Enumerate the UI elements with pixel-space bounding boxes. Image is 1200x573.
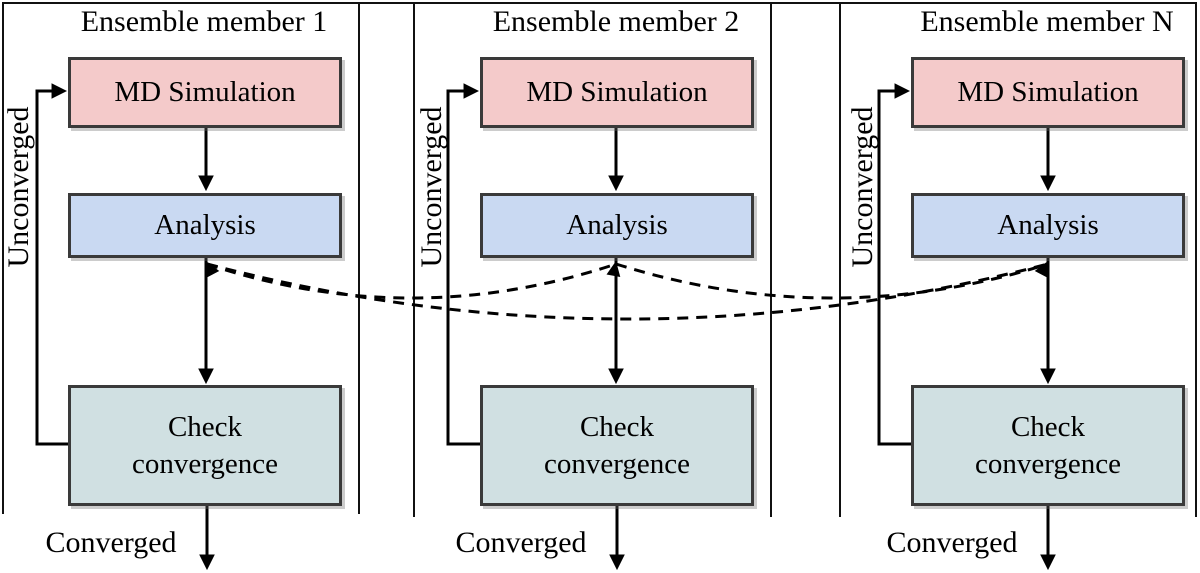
unconverged-feedback-loop (446, 83, 482, 446)
member-2-connectors (446, 83, 625, 571)
exchange-curve-2-n (615, 262, 1049, 300)
exchange-curve-1-n (206, 262, 1049, 321)
exchange-curve-1-2 (206, 262, 617, 300)
analysis-box: Analysis (68, 193, 342, 258)
member-n-connectors (877, 83, 1056, 571)
md-simulation-box: MD Simulation (911, 57, 1185, 128)
unconverged-label: Unconverged (415, 106, 448, 268)
check-convergence-box: Check convergence (68, 385, 342, 506)
unconverged-label: Unconverged (846, 106, 879, 268)
member-1-connectors (35, 83, 215, 571)
check-convergence-label: Check convergence (975, 411, 1121, 480)
unconverged-feedback-loop (35, 83, 70, 446)
check-convergence-box: Check convergence (911, 385, 1185, 506)
analysis-exchange-curves (206, 262, 1049, 321)
analysis-box: Analysis (911, 193, 1185, 258)
check-convergence-label: Check convergence (132, 411, 278, 480)
md-simulation-box: MD Simulation (480, 57, 754, 128)
analysis-box: Analysis (480, 193, 754, 258)
converged-label: Converged (45, 526, 177, 559)
panel-title-member-2: Ensemble member 2 (492, 5, 740, 38)
converged-label: Converged (886, 526, 1018, 559)
panel-title-member-n: Ensemble member N (920, 5, 1174, 38)
unconverged-label: Unconverged (2, 106, 35, 268)
exchange-arrowheads (206, 261, 1048, 278)
md-simulation-box: MD Simulation (68, 57, 342, 128)
panel-title-member-1: Ensemble member 1 (80, 5, 328, 38)
converged-label: Converged (455, 526, 587, 559)
panel-frames (2, 2, 1197, 517)
check-convergence-label: Check convergence (544, 411, 690, 480)
unconverged-feedback-loop (877, 83, 913, 446)
check-convergence-box: Check convergence (480, 385, 754, 506)
